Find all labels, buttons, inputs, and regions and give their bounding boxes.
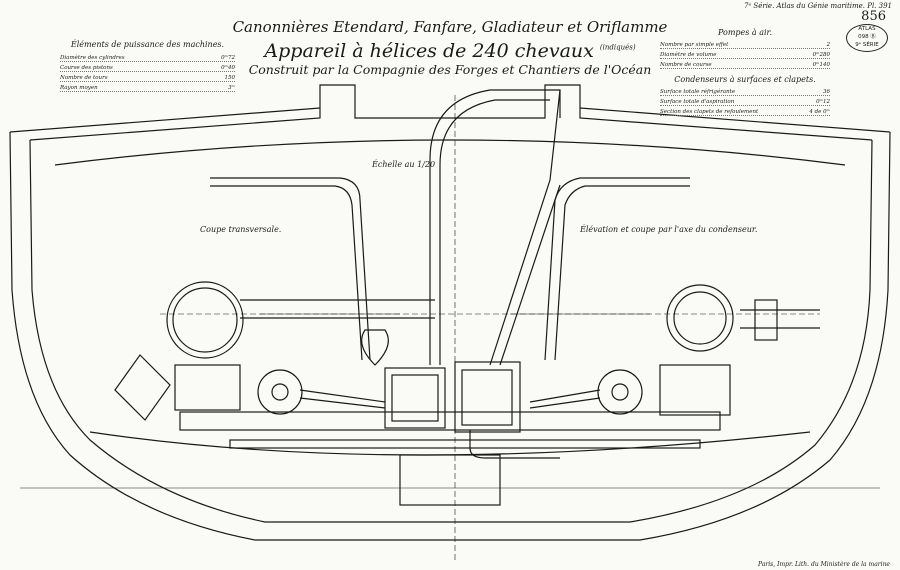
right-table-heading2: Condenseurs à surfaces et clapets. [674, 75, 816, 84]
archive-stamp: ATLAS 098 Ⓑ 9ᵉ SÉRIE [846, 24, 888, 52]
title-builder: Construit par la Compagnie des Forges et… [248, 62, 652, 77]
plate-reference: 7ᵉ Série. Atlas du Génie maritime. Pl. 3… [744, 2, 892, 10]
hull-outline [9, 131, 891, 541]
scale-label: Échelle au 1/20 [372, 160, 436, 169]
left-view-label: Coupe transversale. [200, 225, 282, 234]
printer-credit: Paris, Impr. Lith. du Ministère de la ma… [758, 561, 890, 568]
plate-number: 856 [861, 9, 886, 24]
left-table-heading: Éléments de puissance des machines. [70, 40, 225, 49]
right-table-heading: Pompes à air. [717, 28, 773, 37]
title-ships: Canonnières Etendard, Fanfare, Gladiateu… [232, 18, 668, 36]
title-apparatus: Appareil à hélices de 240 chevaux (indiq… [264, 40, 636, 62]
left-spec-table: Éléments de puissance des machines. Diam… [60, 40, 235, 95]
right-view-label: Élévation et coupe par l'axe du condense… [580, 225, 758, 234]
